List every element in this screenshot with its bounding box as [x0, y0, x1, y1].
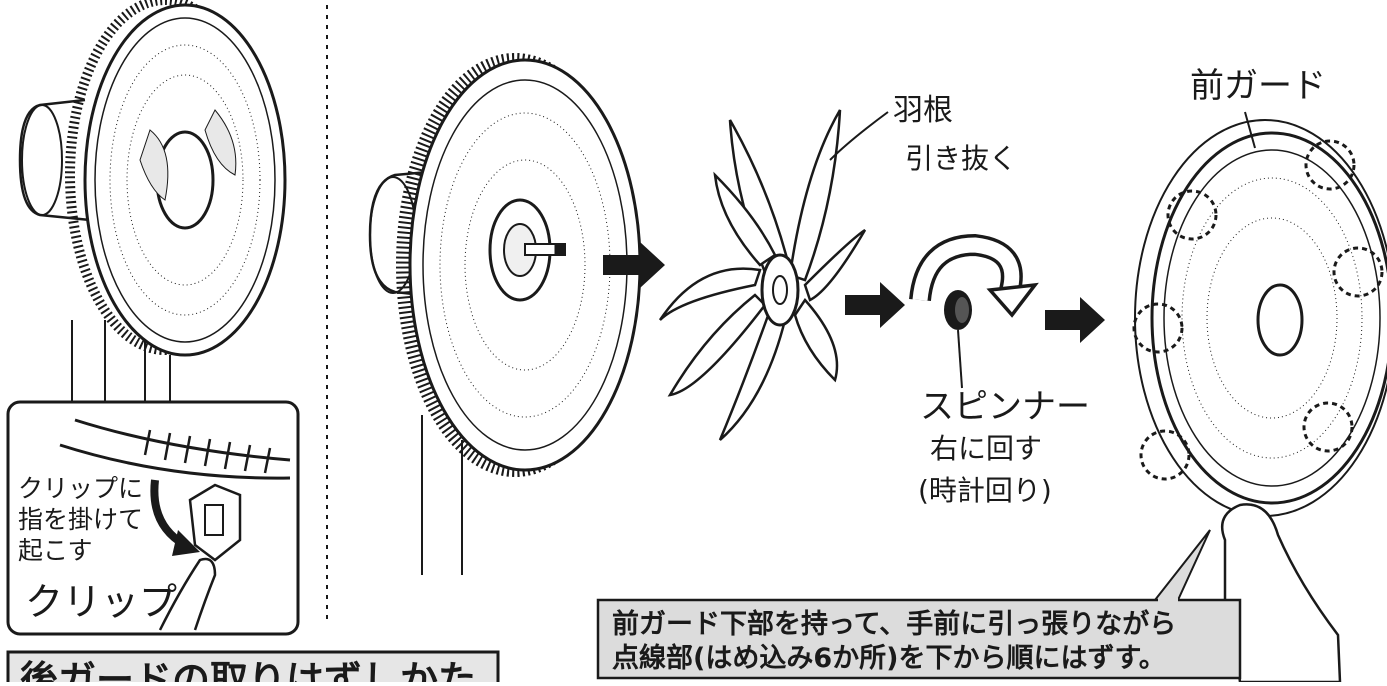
callout-line2: 点線部(はめ込み6か所)を下から順にはずす。	[612, 642, 1166, 674]
section-title: 後ガードの取りはずしかた	[20, 658, 476, 682]
clip-instruction-line3: 起こす	[18, 536, 93, 565]
arrow-right-icon	[603, 242, 665, 288]
spinner-action-label: 右に回す	[930, 432, 1042, 465]
clip-label: クリップ	[25, 580, 177, 624]
callout-line1: 前ガード下部を持って、手前に引っ張りながら	[612, 608, 1176, 640]
front-guard-illustration	[1134, 119, 1387, 517]
arrow-right-icon	[1045, 297, 1105, 343]
spinner-label: スピンナー	[920, 387, 1090, 427]
left-fan-illustration	[18, 0, 287, 405]
spinner-illustration	[909, 233, 1039, 389]
clip-detail-inset: クリップに 指を掛けて 起こす クリップ	[6, 355, 300, 636]
blade-action-label: 引き抜く	[905, 142, 1017, 175]
section-title-box: 後ガードの取りはずしかた	[6, 650, 500, 686]
front-guard-label: 前ガード	[1190, 66, 1326, 106]
middle-fan-illustration	[368, 53, 642, 575]
blade-label: 羽根	[893, 93, 953, 128]
fan-blade-illustration	[658, 109, 867, 441]
clip-points	[1132, 139, 1384, 481]
callout-box: 前ガード下部を持って、手前に引っ張りながら 点線部(はめ込み6か所)を下から順に…	[596, 529, 1242, 680]
arrow-right-icon	[845, 282, 905, 328]
spinner-note-label: (時計回り)	[918, 474, 1052, 507]
clip-instruction-line1: クリップに	[18, 474, 143, 503]
clip-instruction-line2: 指を掛けて	[18, 505, 143, 534]
